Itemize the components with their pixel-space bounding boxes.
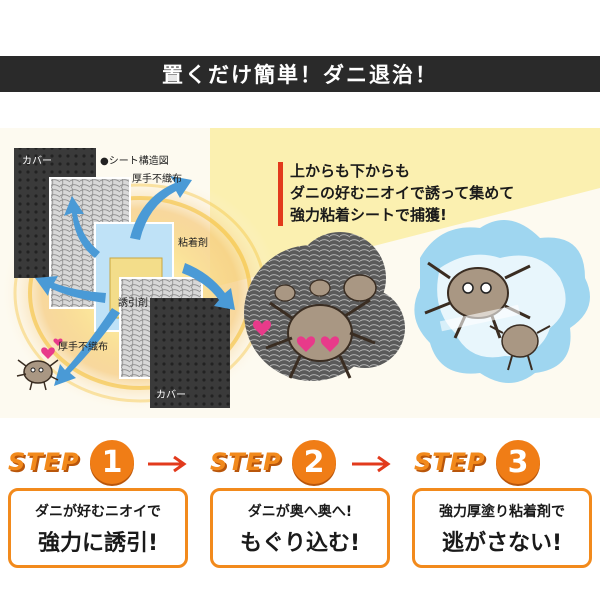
- label-adhesive: 粘着剤: [178, 238, 208, 249]
- arrow-up-right-icon: [130, 176, 192, 240]
- label-cover-bottom: カバー: [156, 390, 186, 401]
- mite-icon: [16, 359, 59, 391]
- label-attractant: 誘引剤: [118, 298, 148, 309]
- step-3-label: STEP: [414, 448, 486, 476]
- step-1-line1: ダニが好むニオイで: [35, 504, 161, 520]
- step-2-box: ダニが奥へ奥へ! もぐり込む!: [210, 488, 390, 568]
- mite-icon: [424, 261, 551, 371]
- step-2-number: 2: [292, 440, 336, 484]
- arrow-right-icon: [182, 263, 235, 310]
- step-2-line1: ダニが奥へ奥へ!: [247, 504, 353, 520]
- step-3-number: 3: [496, 440, 540, 484]
- step-1-label: STEP: [8, 448, 80, 476]
- cover-bottom-layer: [150, 298, 230, 408]
- heart-icon: [41, 338, 63, 359]
- step-3-line1: 強力厚塗り粘着剤で: [439, 504, 565, 520]
- copy-accent-bar: [278, 162, 283, 226]
- structure-title: ●シート構造図: [100, 156, 169, 167]
- arrow-right-icon: [352, 455, 391, 473]
- sheet-diagram: [14, 148, 590, 408]
- step-3-box: 強力厚塗り粘着剤で 逃がさない!: [412, 488, 592, 568]
- label-nonwoven-top: 厚手不織布: [132, 174, 182, 185]
- copy-line-3: 強力粘着シートで捕獲!: [290, 206, 447, 224]
- step-2-label: STEP: [210, 448, 282, 476]
- mite-macro-view: [244, 232, 405, 381]
- step-2-line2: もぐり込む!: [239, 531, 361, 556]
- step-1-number: 1: [90, 440, 134, 484]
- banner-title: 置くだけ簡単！ダニ退治！: [162, 63, 438, 87]
- step-3-line2: 逃がさない!: [441, 531, 563, 556]
- step-1-box: ダニが好むニオイで 強力に誘引!: [8, 488, 188, 568]
- arrow-right-icon: [148, 455, 187, 473]
- step-1-line2: 強力に誘引!: [37, 531, 159, 556]
- copy-line-1: 上からも下からも: [290, 162, 411, 180]
- arrow-left-icon: [35, 276, 106, 303]
- copy-line-2: ダニの好むニオイで誘って集めて: [290, 184, 515, 202]
- arrow-group: [35, 176, 235, 386]
- label-cover-top: カバー: [22, 156, 52, 167]
- arrow-up-left-icon: [64, 196, 100, 258]
- header-banner: 置くだけ簡単！ダニ退治！: [0, 56, 600, 92]
- arrow-down-left-icon: [54, 308, 120, 386]
- label-nonwoven-bottom: 厚手不織布: [58, 342, 108, 353]
